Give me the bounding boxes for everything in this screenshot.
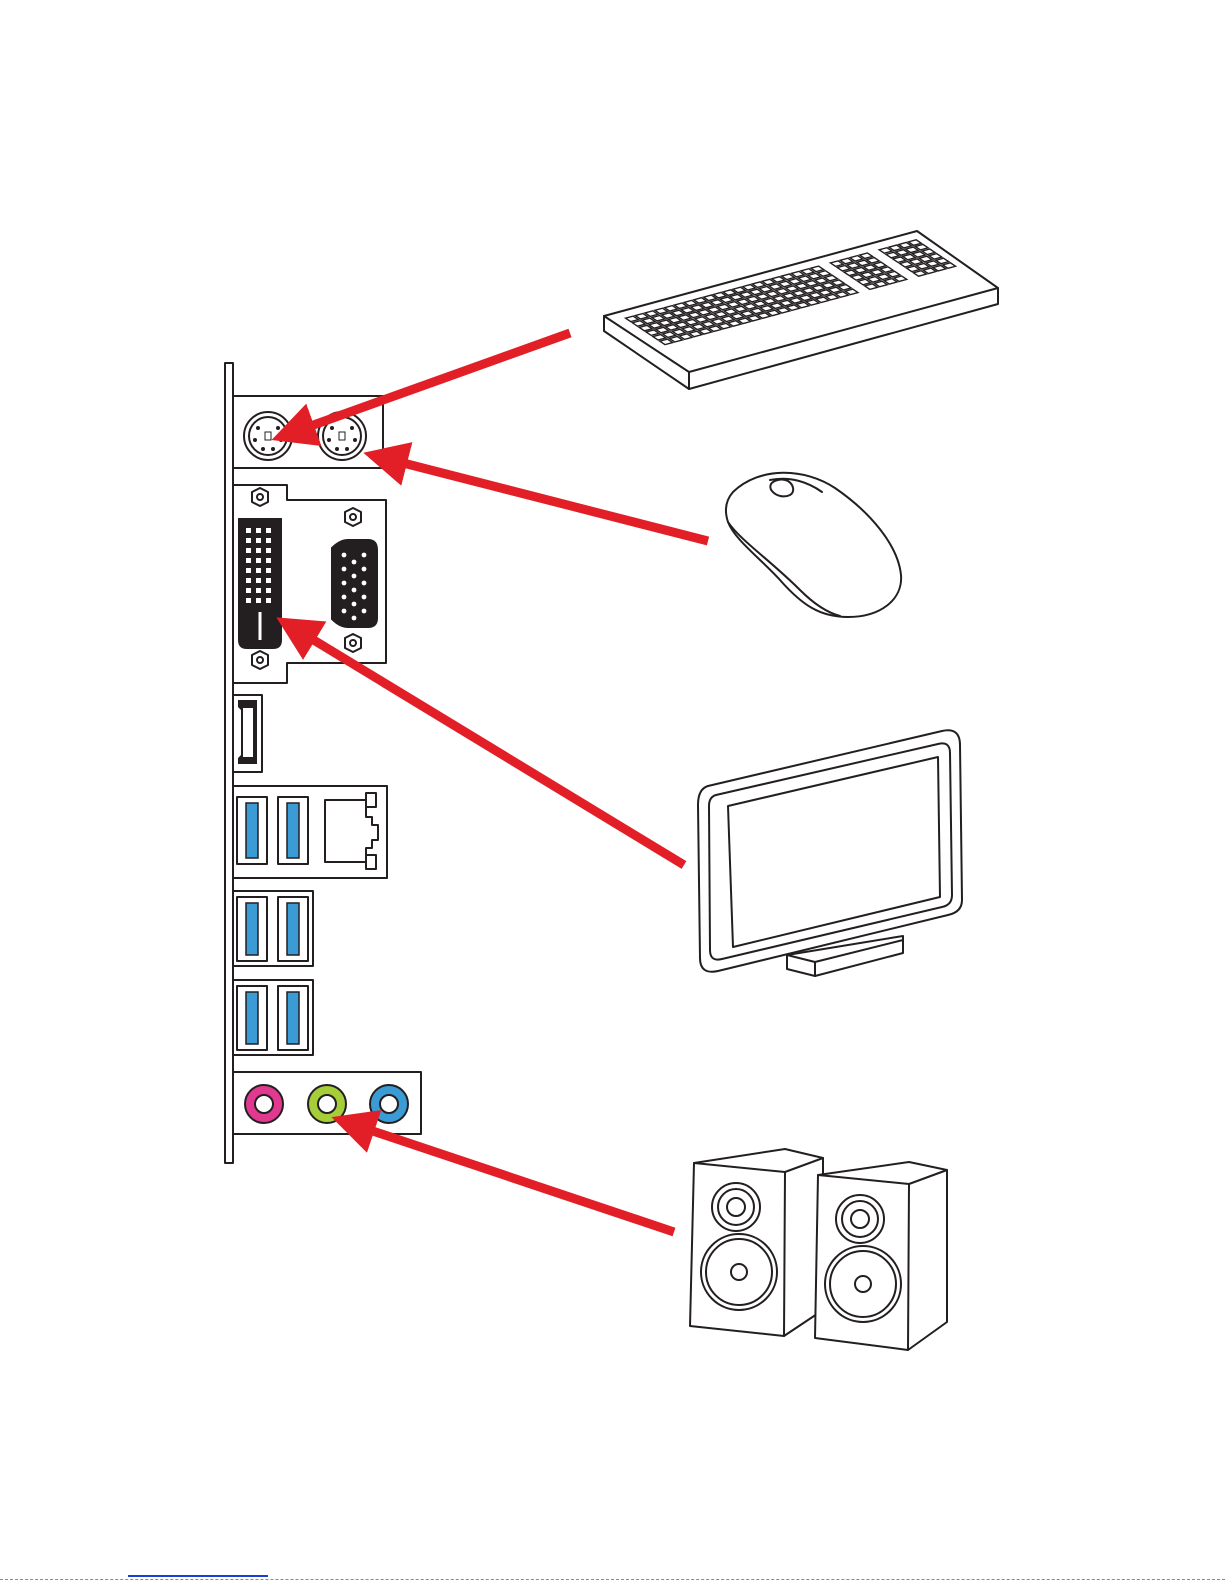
vga-screw-icon: [345, 508, 361, 526]
video-block: [233, 485, 386, 683]
audio-line-in[interactable]: [370, 1085, 408, 1123]
audio-mic-in[interactable]: [245, 1085, 283, 1123]
usb3-port-group-3[interactable]: [233, 980, 313, 1055]
vga-pin: [352, 588, 357, 593]
back-panel: [225, 363, 421, 1163]
dvi-pin: [266, 588, 271, 593]
dvi-pin: [256, 538, 261, 543]
keyboard-arrow: [280, 333, 570, 437]
vga-pin: [362, 609, 367, 614]
vga-pin: [362, 553, 367, 558]
dvi-pin: [246, 558, 251, 563]
mouse-icon: [726, 473, 901, 617]
vga-pin: [362, 581, 367, 586]
vga-pin: [362, 567, 367, 572]
dvi-pin: [246, 528, 251, 533]
dvi-pin: [246, 538, 251, 543]
dvi-pin: [256, 598, 261, 603]
page-bottom-rule: [0, 1579, 1225, 1580]
dvi-pin: [256, 578, 261, 583]
vga-pin: [342, 567, 347, 572]
dvi-port[interactable]: [239, 519, 281, 648]
dvi-pin: [266, 548, 271, 553]
vga-pin: [342, 581, 347, 586]
dvi-pin: [256, 588, 261, 593]
vga-port[interactable]: [332, 540, 377, 627]
vga-pin: [352, 616, 357, 621]
dvi-pin: [246, 568, 251, 573]
dvi-pin: [256, 528, 261, 533]
dvi-pin: [256, 548, 261, 553]
dvi-pin: [266, 558, 271, 563]
mouse-arrow: [372, 455, 708, 541]
usb3-port-group-2[interactable]: [233, 891, 313, 966]
vga-pin: [352, 560, 357, 565]
speakers-arrow: [340, 1120, 674, 1232]
dvi-pin: [266, 578, 271, 583]
dvi-pin: [256, 558, 261, 563]
dvi-pin: [266, 568, 271, 573]
keyboard-icon: [604, 231, 998, 389]
vga-pin: [342, 595, 347, 600]
dvi-pin: [246, 548, 251, 553]
dvi-pin: [266, 538, 271, 543]
audio-line-out[interactable]: [308, 1085, 346, 1123]
dvi-pin: [246, 578, 251, 583]
dvi-screw-icon: [252, 488, 268, 506]
dvi-pin: [256, 568, 261, 573]
vga-screw-icon: [345, 634, 361, 652]
vga-pin: [362, 595, 367, 600]
io-bracket: [225, 363, 233, 1163]
dvi-pin: [266, 598, 271, 603]
dvi-screw-icon: [252, 651, 268, 669]
monitor-icon: [698, 730, 962, 976]
footer-link-underline: [128, 1575, 268, 1577]
vga-pin: [352, 574, 357, 579]
dvi-pin: [266, 528, 271, 533]
vga-pin: [342, 553, 347, 558]
speakers-icon: [690, 1149, 947, 1350]
hdmi-port[interactable]: [233, 695, 262, 772]
dvi-pin: [246, 598, 251, 603]
dvi-pin: [246, 588, 251, 593]
vga-pin: [352, 602, 357, 607]
audio-block: [233, 1072, 421, 1134]
usb-lan-block: [233, 786, 387, 878]
lan-port[interactable]: [325, 793, 378, 869]
vga-pin: [342, 609, 347, 614]
